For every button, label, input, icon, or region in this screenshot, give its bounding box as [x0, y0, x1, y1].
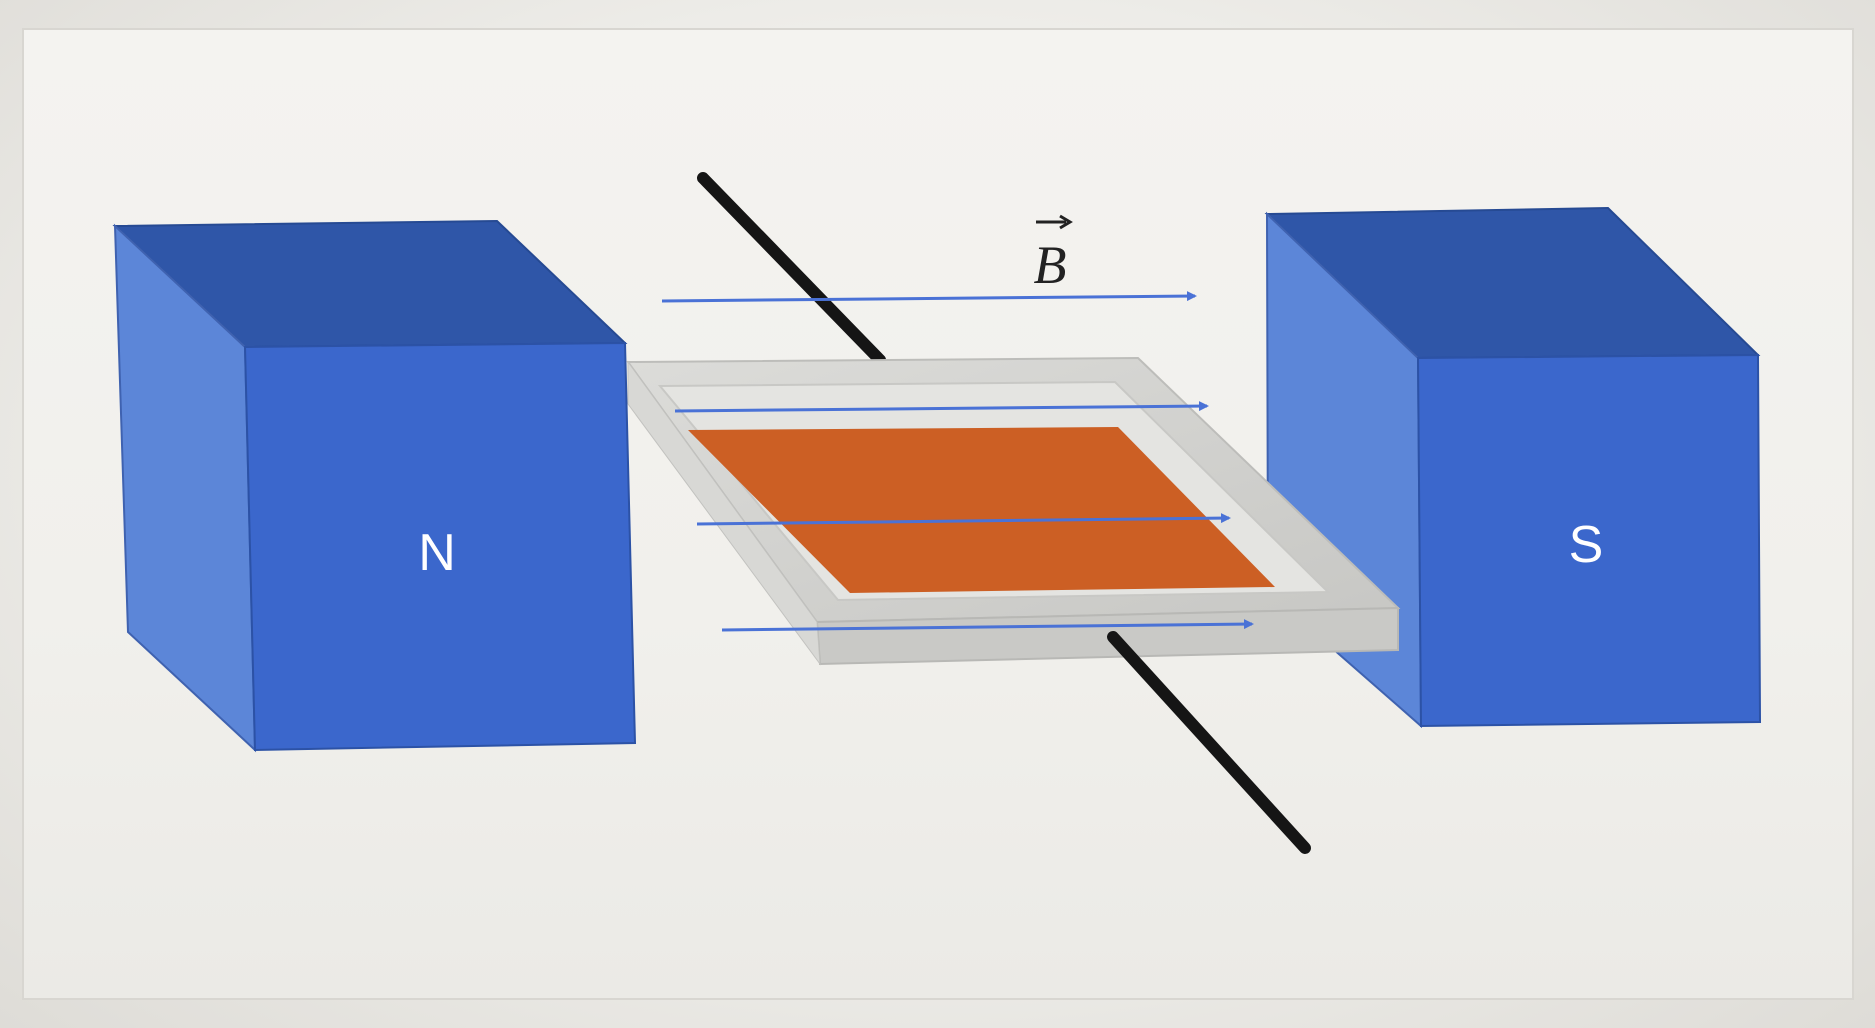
- vector-arrow-accent-icon: [1036, 214, 1073, 230]
- field-line-4: [721, 619, 1254, 632]
- field-line-2: [674, 401, 1209, 413]
- field-symbol: B: [1034, 235, 1067, 295]
- field-line-3: [696, 513, 1231, 526]
- upper-axle: [697, 172, 886, 366]
- coil-frame-left-edge: [627, 360, 821, 666]
- north-magnet: N: [112, 219, 637, 753]
- north-magnet-front: [243, 341, 637, 752]
- south-pole-label: S: [1569, 516, 1604, 574]
- south-magnet-front: [1416, 353, 1762, 728]
- field-vector-label: B: [1034, 214, 1073, 295]
- lower-axle: [1107, 631, 1311, 854]
- coil-plate: [688, 427, 1275, 593]
- north-pole-label: N: [418, 524, 456, 582]
- field-line-1: [661, 291, 1197, 303]
